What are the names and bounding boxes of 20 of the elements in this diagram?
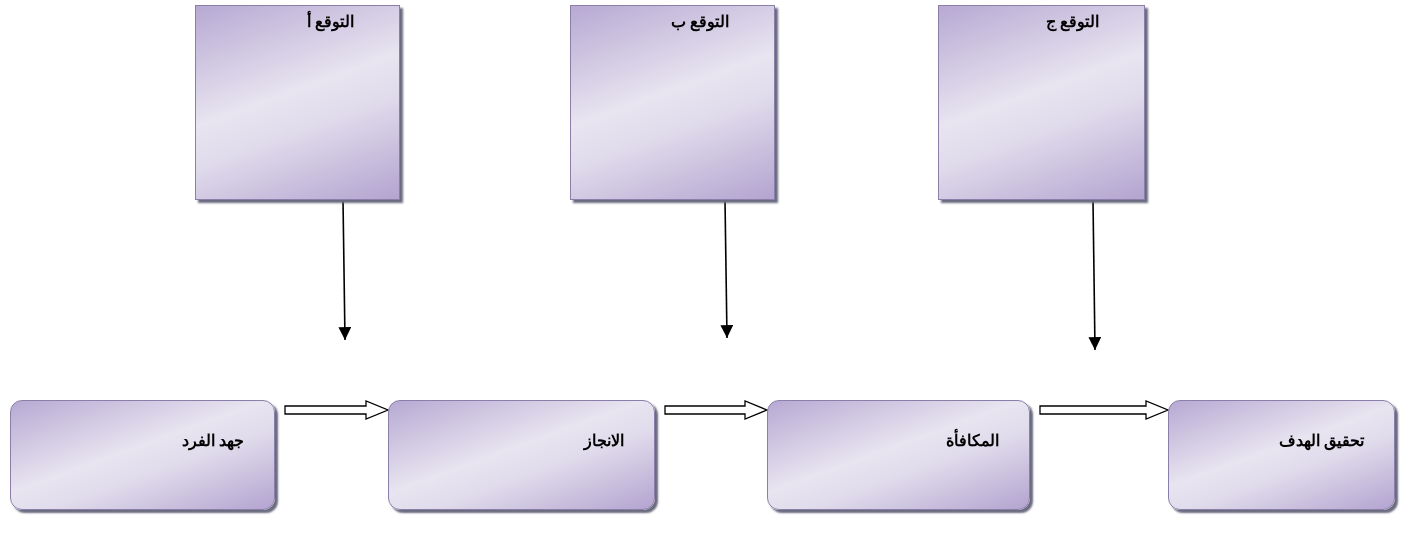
node-label: التوقع ج — [1045, 12, 1099, 31]
node-label: الانجاز — [584, 431, 624, 450]
expectation-box — [938, 5, 1145, 200]
arrow — [1088, 199, 1102, 351]
expectation-box — [570, 5, 775, 200]
block-arrow — [664, 400, 769, 420]
block-arrow — [1039, 400, 1170, 420]
process-box — [10, 400, 275, 510]
expectation-box — [195, 5, 400, 200]
process-box — [1168, 400, 1395, 510]
node-label: تحقيق الهدف — [1278, 431, 1364, 450]
process-box — [388, 400, 655, 510]
node-label: التوقع ب — [670, 12, 729, 31]
node-label: التوقع أ — [306, 12, 354, 31]
process-box — [767, 400, 1030, 510]
arrow — [720, 199, 734, 339]
node-label: المكافأة — [946, 431, 999, 450]
arrow — [338, 199, 352, 341]
node-label: جهد الفرد — [181, 431, 244, 450]
block-arrow — [284, 400, 390, 420]
